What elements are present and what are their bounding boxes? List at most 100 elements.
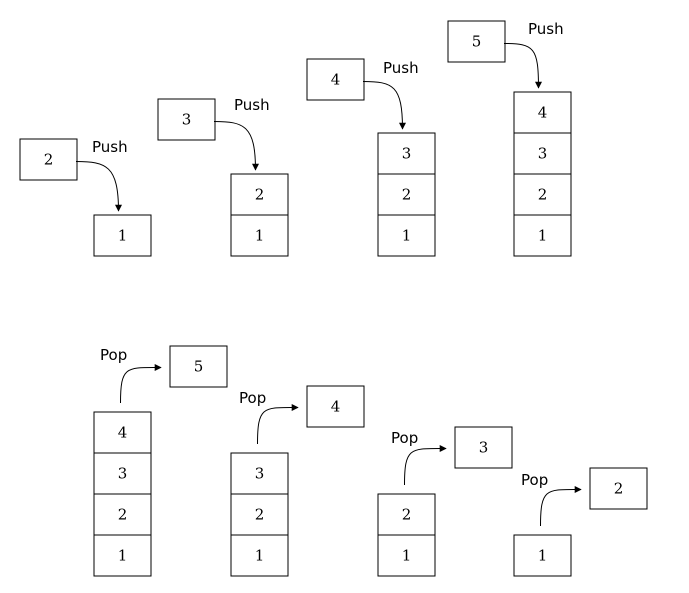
push-2-stack-cell-0: 1 bbox=[230, 214, 289, 257]
push-4-stack-cell-3-rect bbox=[513, 91, 572, 134]
push-3-stack-cell-2: 3 bbox=[377, 132, 436, 175]
push-4-stack-cell-2: 3 bbox=[513, 132, 572, 175]
pop-4-stack-cell-0: 1 bbox=[513, 534, 572, 577]
push-4-stack-cell-1-rect bbox=[513, 173, 572, 216]
push-3-stack-cell-0-value: 1 bbox=[402, 227, 412, 245]
push-3-incoming-value: 4 bbox=[331, 71, 341, 89]
pop-1-stack-cell-1: 2 bbox=[93, 493, 152, 536]
push-3-incoming-rect bbox=[306, 58, 365, 101]
pop-step-1: 1 2 3 4 Pop 5 bbox=[93, 345, 228, 577]
push-4-stack-cell-1-value: 2 bbox=[538, 186, 548, 204]
pop-3-arrow bbox=[404, 444, 447, 486]
pop-4-label: Pop bbox=[521, 471, 548, 489]
pop-3-outgoing-rect bbox=[454, 426, 513, 469]
push-step-3: 4 Push 1 2 3 bbox=[306, 58, 436, 257]
push-3-stack-cell-1: 2 bbox=[377, 173, 436, 216]
push-4-incoming: 5 bbox=[447, 20, 506, 63]
pop-2-outgoing-rect bbox=[306, 385, 365, 428]
pop-2-outgoing: 4 bbox=[306, 385, 365, 428]
pop-1-stack-cell-1-rect bbox=[93, 493, 152, 536]
push-2-stack-cell-0-value: 1 bbox=[255, 227, 265, 245]
pop-step-3: 1 2 Pop 3 bbox=[377, 426, 513, 577]
pop-2-stack-cell-2-value: 3 bbox=[255, 465, 265, 483]
pop-2-stack-cell-2-rect bbox=[230, 452, 289, 495]
pop-1-arrow bbox=[120, 363, 162, 404]
pop-1-outgoing: 5 bbox=[169, 345, 228, 388]
push-4-incoming-value: 5 bbox=[472, 33, 482, 51]
push-3-stack-cell-0-rect bbox=[377, 214, 436, 257]
push-3-stack-cell-1-rect bbox=[377, 173, 436, 216]
push-4-stack-cell-2-value: 3 bbox=[538, 145, 548, 163]
push-2-incoming: 3 bbox=[157, 98, 216, 141]
push-3-stack-cell-1-value: 2 bbox=[402, 186, 412, 204]
pop-2-stack-cell-1-value: 2 bbox=[255, 506, 265, 524]
pop-4-stack-cell-0-rect bbox=[513, 534, 572, 577]
pop-4-stack-cell-0-value: 1 bbox=[538, 547, 548, 565]
push-2-arrow bbox=[213, 121, 259, 171]
pop-4-outgoing-value: 2 bbox=[614, 480, 624, 498]
push-4-stack-cell-0-value: 1 bbox=[538, 227, 548, 245]
pop-2-label: Pop bbox=[239, 389, 266, 407]
pop-1-stack-cell-0-rect bbox=[93, 534, 152, 577]
pop-3-stack-cell-0: 1 bbox=[377, 534, 436, 577]
pop-1-stack-cell-2-value: 3 bbox=[118, 465, 128, 483]
push-4-stack-cell-0: 1 bbox=[513, 214, 572, 257]
push-4-stack-cell-0-rect bbox=[513, 214, 572, 257]
push-3-stack-cell-0: 1 bbox=[377, 214, 436, 257]
pop-4-outgoing: 2 bbox=[589, 467, 648, 510]
push-3-label: Push bbox=[383, 59, 419, 77]
push-1-stack-cell-0-value: 1 bbox=[118, 227, 128, 245]
push-1-stack-cell-0-rect bbox=[93, 214, 152, 257]
pop-3-label: Pop bbox=[391, 429, 418, 447]
pop-3-outgoing-value: 3 bbox=[479, 439, 489, 457]
pop-2-stack-cell-2: 3 bbox=[230, 452, 289, 495]
push-2-stack-cell-1: 2 bbox=[230, 173, 289, 216]
pop-4-arrow bbox=[540, 485, 582, 527]
push-2-stack-cell-1-rect bbox=[230, 173, 289, 216]
pop-1-stack-cell-3-value: 4 bbox=[118, 424, 128, 442]
push-1-incoming-rect bbox=[19, 138, 78, 181]
push-3-stack-cell-2-value: 3 bbox=[402, 145, 412, 163]
pop-3-stack-cell-1-value: 2 bbox=[402, 506, 412, 524]
pop-1-stack-cell-0: 1 bbox=[93, 534, 152, 577]
pop-1-outgoing-value: 5 bbox=[194, 358, 204, 376]
pop-1-stack-cell-3: 4 bbox=[93, 411, 152, 454]
pop-2-stack-cell-1-rect bbox=[230, 493, 289, 536]
push-3-incoming: 4 bbox=[306, 58, 365, 101]
push-1-label: Push bbox=[92, 138, 128, 156]
pop-3-stack-cell-0-rect bbox=[377, 534, 436, 577]
pop-2-arrow bbox=[257, 403, 299, 445]
push-3-arrow bbox=[362, 81, 406, 130]
pop-1-stack-cell-3-rect bbox=[93, 411, 152, 454]
pop-step-4: 1 Pop 2 bbox=[513, 467, 648, 577]
pop-3-stack-cell-0-value: 1 bbox=[402, 547, 412, 565]
push-4-arrow bbox=[503, 43, 542, 89]
push-4-label: Push bbox=[528, 20, 564, 38]
pop-3-stack-cell-1: 2 bbox=[377, 493, 436, 536]
pop-1-label: Pop bbox=[100, 346, 127, 364]
pop-2-stack-cell-1: 2 bbox=[230, 493, 289, 536]
push-2-incoming-rect bbox=[157, 98, 216, 141]
push-step-4: 5 Push 1 2 3 4 bbox=[447, 20, 572, 257]
push-4-incoming-rect bbox=[447, 20, 506, 63]
pop-1-stack-cell-2: 3 bbox=[93, 452, 152, 495]
pop-step-2: 1 2 3 Pop 4 bbox=[230, 385, 365, 577]
push-4-stack-cell-3-value: 4 bbox=[538, 104, 548, 122]
pop-1-stack-cell-2-rect bbox=[93, 452, 152, 495]
pop-2-stack-cell-0: 1 bbox=[230, 534, 289, 577]
push-3-stack-cell-2-rect bbox=[377, 132, 436, 175]
pop-2-outgoing-value: 4 bbox=[331, 398, 341, 416]
pop-1-stack-cell-0-value: 1 bbox=[118, 547, 128, 565]
push-4-stack-cell-1: 2 bbox=[513, 173, 572, 216]
push-2-stack-cell-0-rect bbox=[230, 214, 289, 257]
pop-2-stack-cell-0-value: 1 bbox=[255, 547, 265, 565]
pop-2-stack-cell-0-rect bbox=[230, 534, 289, 577]
pop-3-stack-cell-1-rect bbox=[377, 493, 436, 536]
push-1-stack-cell-0: 1 bbox=[93, 214, 152, 257]
push-2-incoming-value: 3 bbox=[182, 111, 192, 129]
